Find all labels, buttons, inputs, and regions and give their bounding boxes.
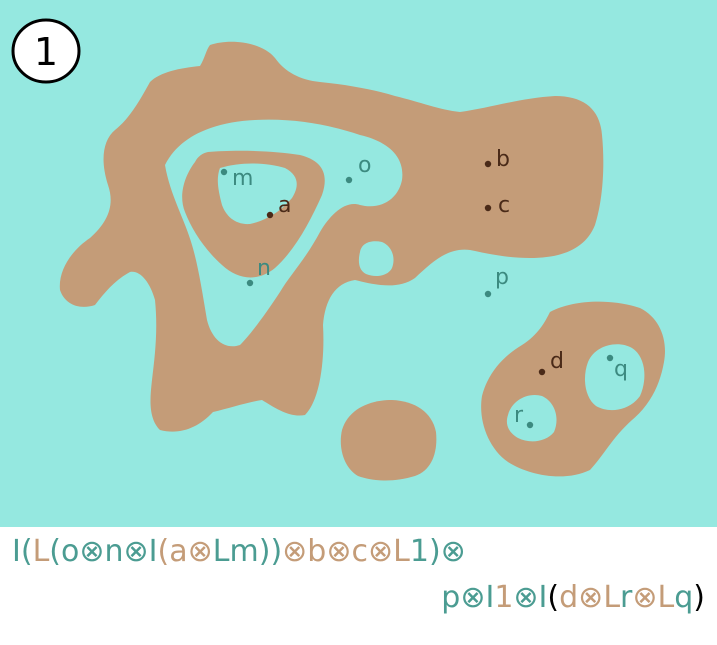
- formula-token: (: [158, 534, 170, 569]
- formula-token: 1: [410, 534, 429, 569]
- point-a-label: a: [278, 193, 291, 218]
- formula-token: ⊗: [79, 534, 104, 569]
- formula-token: I: [149, 534, 158, 569]
- formula-token: ): [429, 534, 441, 569]
- formula-token: ⊗: [460, 580, 485, 615]
- point-d-dot: [538, 368, 546, 376]
- point-n-dot: [246, 279, 254, 287]
- formula-token: q: [674, 580, 693, 615]
- point-n-label: n: [257, 256, 271, 281]
- point-p-label: p: [495, 265, 509, 290]
- point-m-dot: [220, 168, 228, 176]
- point-o-label: o: [358, 153, 371, 178]
- diagram-number-badge: 1: [11, 18, 81, 84]
- badge-label: 1: [34, 30, 58, 74]
- right-pond-large: [584, 344, 645, 411]
- formula-token: n: [105, 534, 124, 569]
- formula-token: ⊗: [441, 534, 466, 569]
- point-q-dot: [606, 354, 614, 362]
- point-d-label: d: [550, 349, 564, 374]
- formula-token: L: [393, 534, 410, 569]
- formula-line-1: I(L(o⊗n⊗I(a⊗Lm))⊗b⊗c⊗L1)⊗: [12, 534, 466, 569]
- formula-token: ⊗: [578, 580, 603, 615]
- formula-token: ⊗: [632, 580, 657, 615]
- point-m-label: m: [232, 166, 253, 191]
- inner-pond: [217, 163, 297, 225]
- point-r-label: r: [514, 403, 524, 428]
- point-q-label: q: [614, 357, 628, 382]
- formula-token: m: [230, 534, 259, 569]
- formula-token: (: [21, 534, 33, 569]
- formula-token: L: [213, 534, 230, 569]
- point-p-dot: [484, 290, 492, 298]
- formula-token: )): [259, 534, 282, 569]
- formula-token: (: [49, 534, 61, 569]
- formula-token: I: [485, 580, 494, 615]
- formula-token: p: [441, 580, 460, 615]
- formula-token: o: [61, 534, 79, 569]
- point-c-label: c: [498, 193, 510, 218]
- formula-token: ): [693, 580, 705, 615]
- formula-token: L: [603, 580, 620, 615]
- formula-token: a: [169, 534, 187, 569]
- formula-token: ⊗: [188, 534, 213, 569]
- point-c-dot: [484, 204, 492, 212]
- formula-token: ⊗: [368, 534, 393, 569]
- island-map: 1 a bc d m n o p q r: [0, 0, 717, 527]
- formula-token: r: [620, 580, 633, 615]
- formula-token: I: [539, 580, 548, 615]
- right-pond-small: [506, 394, 557, 442]
- formula-token: ⊗: [513, 580, 538, 615]
- bottom-island: [340, 400, 437, 481]
- formula-line-2: p⊗I1⊗I(d⊗Lr⊗Lq): [441, 580, 705, 615]
- point-a-dot: [266, 211, 274, 219]
- point-b-label: b: [496, 147, 510, 172]
- small-lake: [358, 241, 394, 276]
- points-layer: a bc d m n o p q r: [220, 147, 628, 429]
- formula-token: 1: [494, 580, 513, 615]
- formula-token: I: [12, 534, 21, 569]
- formula-area: I(L(o⊗n⊗I(a⊗Lm))⊗b⊗c⊗L1)⊗ p⊗I1⊗I(d⊗Lr⊗Lq…: [0, 527, 717, 645]
- point-o-dot: [345, 176, 353, 184]
- formula-token: L: [658, 580, 675, 615]
- formula-token: L: [33, 534, 50, 569]
- formula-token: c: [351, 534, 368, 569]
- formula-token: (: [547, 580, 559, 615]
- formula-token: d: [559, 580, 578, 615]
- formula-token: ⊗: [282, 534, 307, 569]
- formula-token: ⊗: [326, 534, 351, 569]
- point-r-dot: [526, 421, 534, 429]
- formula-token: b: [307, 534, 326, 569]
- point-b-dot: [484, 160, 492, 168]
- formula-token: ⊗: [124, 534, 149, 569]
